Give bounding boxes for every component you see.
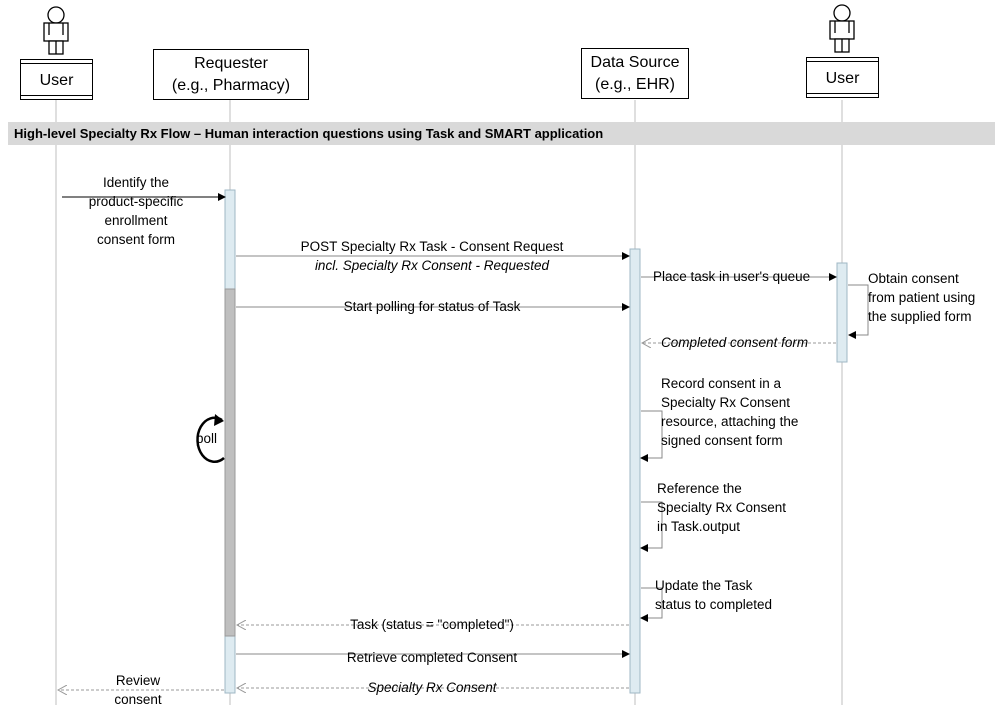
participant-data-source-line2: (e.g., EHR): [594, 76, 675, 93]
label-start-polling: Start polling for status of Task: [343, 299, 521, 314]
label-poll: poll: [196, 431, 218, 446]
participant-requester-line2: (e.g., Pharmacy): [171, 77, 291, 94]
activation-user-right: [836, 262, 848, 363]
person-icon-left: [43, 6, 69, 55]
activation-requester-polling: [224, 288, 236, 637]
label-task-status: Task (status = "completed"): [350, 617, 514, 632]
arrow-record-self: [640, 410, 663, 462]
participant-requester-line1: Requester: [194, 55, 268, 72]
participant-user-right-label: User: [825, 70, 860, 87]
flow-title-banner: High-level Specialty Rx Flow – Human int…: [8, 122, 995, 145]
person-icon-right: [829, 4, 855, 53]
label-review-consent: Review consent: [114, 673, 162, 707]
activation-data-source: [629, 248, 641, 694]
participant-user-left-label: User: [39, 72, 74, 89]
arrow-reference-self: [640, 501, 663, 552]
label-retrieve: Retrieve completed Consent: [346, 650, 518, 665]
participant-requester: Requester (e.g., Pharmacy): [153, 49, 309, 100]
poll-loop-icon: [196, 416, 225, 463]
participant-user-right: User: [806, 57, 879, 98]
label-record-consent: Record consent in a Specialty Rx Consent…: [661, 376, 799, 448]
label-update-task: Update the Task status to completed: [655, 578, 773, 612]
participant-data-source: Data Source (e.g., EHR): [581, 48, 689, 99]
label-reference: Reference the Specialty Rx Consent in Ta…: [657, 481, 787, 534]
label-identify: Identify the product-specific enrollment…: [88, 175, 184, 247]
label-obtain-consent: Obtain consent from patient using the su…: [868, 271, 976, 324]
label-post-task: POST Specialty Rx Task - Consent Request…: [300, 239, 564, 273]
label-place-task: Place task in user's queue: [653, 269, 811, 284]
label-specialty-consent: Specialty Rx Consent: [367, 680, 497, 695]
participant-data-source-line1: Data Source: [590, 54, 680, 71]
label-completed-form: Completed consent form: [661, 335, 809, 350]
arrow-obtain-self: [848, 284, 869, 339]
participant-user-left: User: [20, 59, 93, 100]
arrow-update-self: [640, 587, 663, 622]
